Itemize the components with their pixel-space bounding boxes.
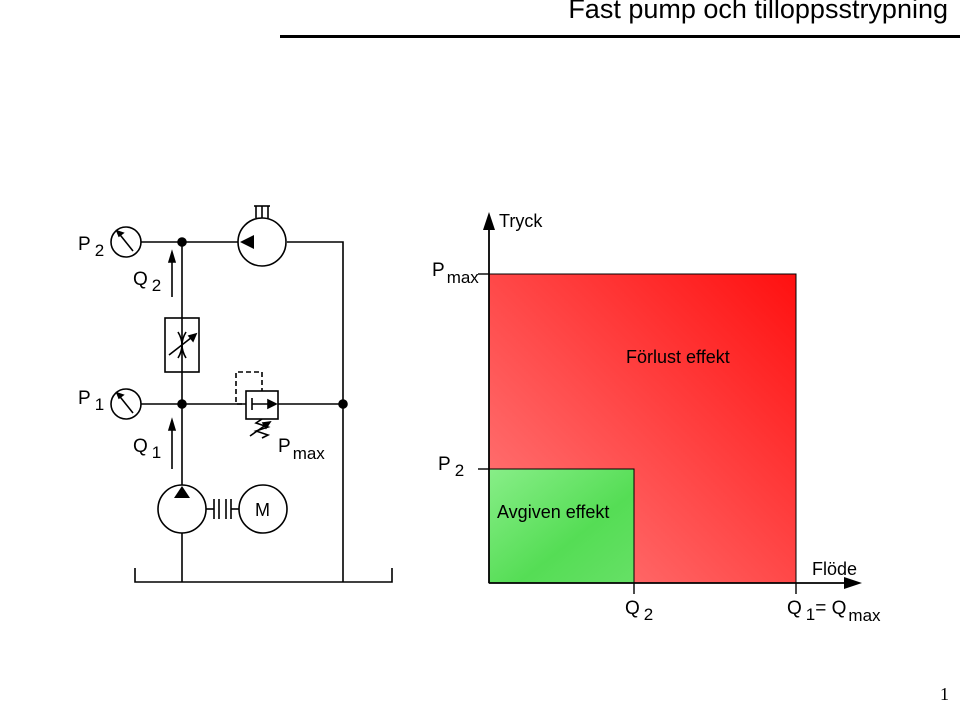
page-number: 1: [940, 684, 949, 704]
motor-label: M: [255, 500, 270, 520]
q1-flow-arrow-icon: [167, 417, 177, 469]
output-power-label: Avgiven effekt: [497, 502, 609, 522]
page-title: Fast pump och tilloppsstrypning: [568, 0, 948, 24]
x-axis-label: Flöde: [812, 559, 857, 579]
relief-valve-icon: [235, 371, 279, 439]
tank-line: [134, 568, 393, 583]
junction-dot: [338, 399, 348, 409]
p2-gauge-icon: [110, 226, 142, 258]
loss-power-label: Förlust effekt: [626, 347, 730, 367]
throttle-valve-icon: [164, 317, 200, 373]
output-power-area: [488, 468, 635, 584]
hydraulic-motor-icon: [237, 205, 287, 267]
p1-gauge-icon: [110, 388, 142, 420]
junction-dot: [177, 237, 187, 247]
y-axis-label: Tryck: [499, 211, 543, 231]
return-line: [287, 241, 344, 582]
fixed-pump-icon: [157, 484, 239, 534]
q2-flow-arrow-icon: [167, 249, 177, 297]
power-graph: [478, 212, 862, 594]
title-rule: [280, 35, 960, 38]
x-axis-arrow-icon: [844, 577, 862, 589]
electric-motor-icon: [238, 484, 288, 534]
y-axis-arrow-icon: [483, 212, 495, 230]
hydraulic-circuit: [110, 205, 393, 583]
junction-dot: [177, 399, 187, 409]
